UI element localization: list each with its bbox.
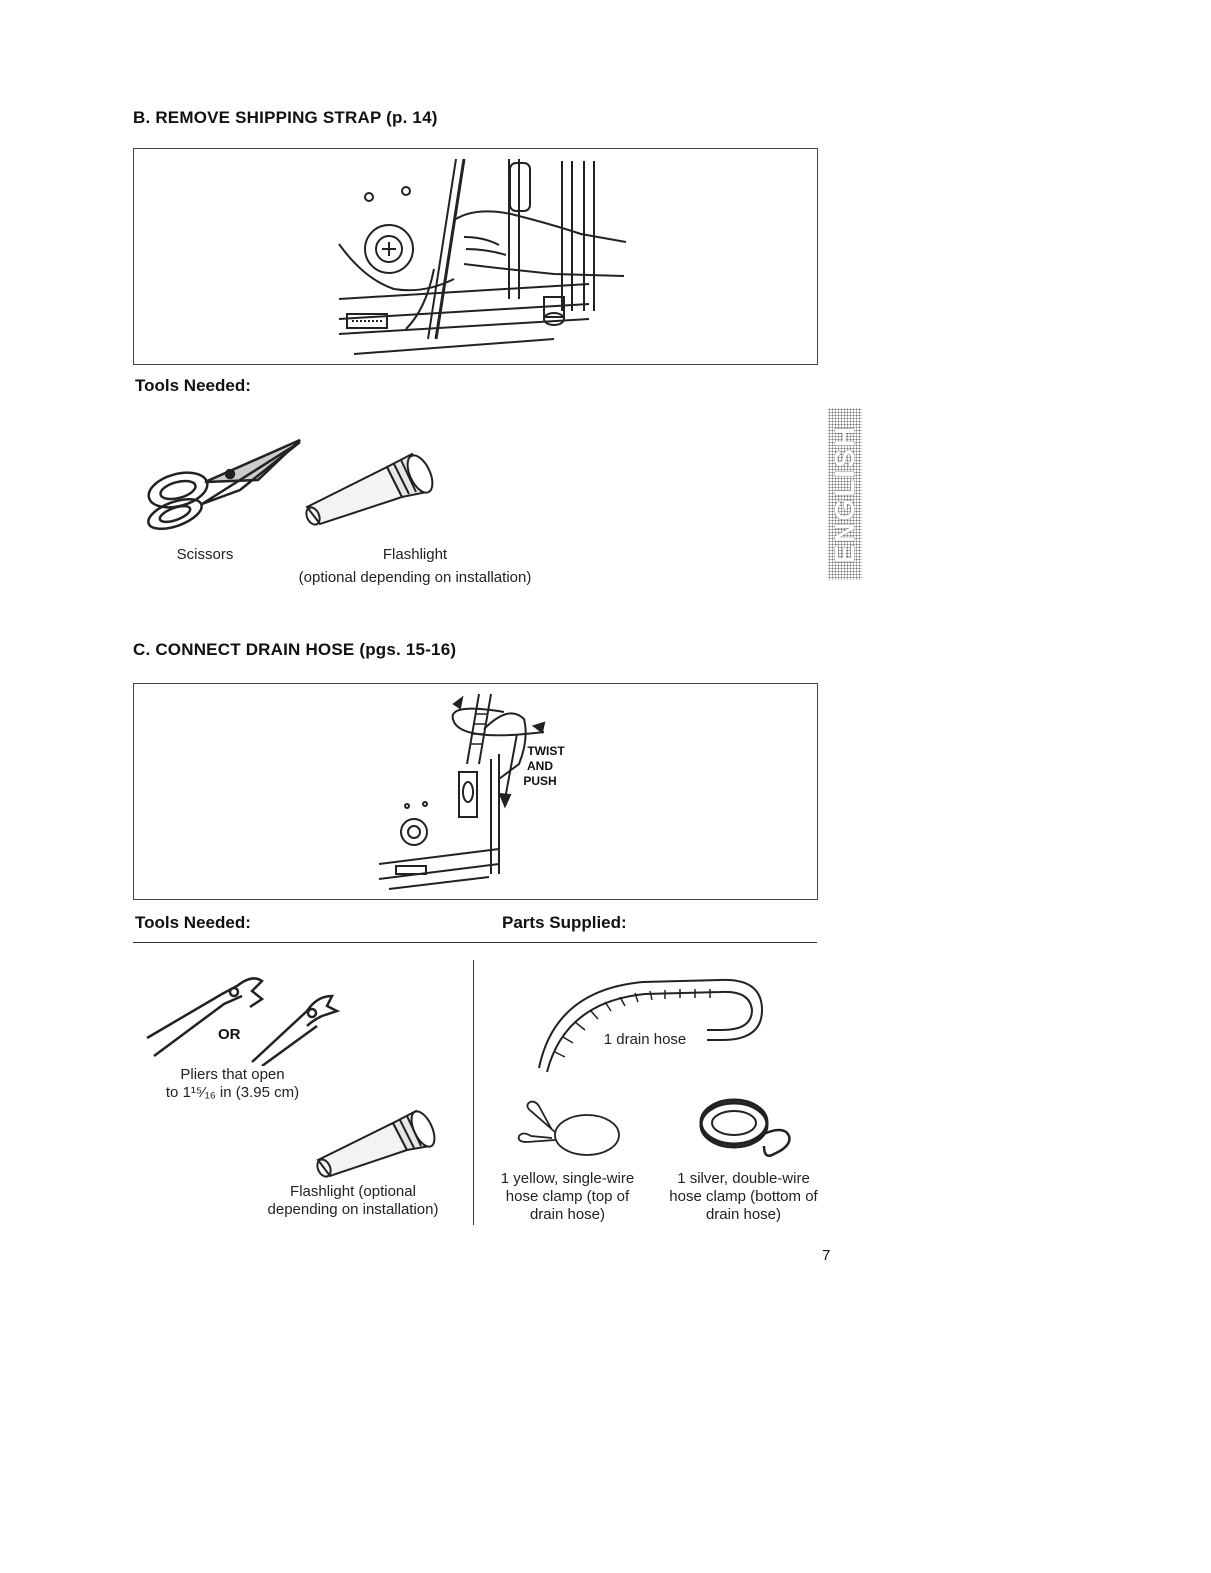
yellow-clamp-line2: hose clamp (top of <box>505 1188 630 1205</box>
flashlight-c-icon <box>313 1108 443 1180</box>
silver-clamp-line3: drain hose) <box>705 1206 782 1223</box>
section-c-divider <box>133 942 817 943</box>
drain-hose-caption: 1 drain hose <box>603 1031 687 1048</box>
shipping-strap-drawing <box>338 158 627 355</box>
flashlight-note: (optional depending on installation) <box>298 569 532 586</box>
section-c-heading: C. CONNECT DRAIN HOSE (pgs. 15-16) <box>133 640 457 659</box>
section-c-parts-label: Parts Supplied: <box>502 913 627 932</box>
flashlight-caption: Flashlight <box>382 546 448 563</box>
section-c-tools-label: Tools Needed: <box>135 913 251 932</box>
silver-clamp-line2: hose clamp (bottom of <box>669 1188 818 1205</box>
callout-twist: TWIST <box>527 744 565 758</box>
drain-hose-illustration: TWIST AND PUSH <box>133 683 818 900</box>
pliers-caption-line1: Pliers that open <box>180 1066 285 1083</box>
callout-push: PUSH <box>523 774 556 788</box>
yellow-clamp-line1: 1 yellow, single-wire <box>500 1170 635 1187</box>
single-wire-clamp-icon <box>512 1100 624 1160</box>
scissors-icon <box>140 432 310 532</box>
page-number: 7 <box>822 1247 831 1264</box>
flashlight-icon <box>302 452 442 527</box>
double-wire-clamp-icon <box>694 1094 794 1164</box>
callout-and: AND <box>527 759 553 773</box>
drain-hose-drawing: TWIST AND PUSH <box>378 693 565 890</box>
scissors-caption: Scissors <box>176 546 234 563</box>
language-side-tab: ENGLISH <box>828 408 862 580</box>
section-b-tools-label: Tools Needed: <box>135 376 251 395</box>
side-tab-label: ENGLISH <box>829 424 860 564</box>
pliers-caption-line2: to 1¹⁵⁄₁₆ in (3.95 cm) <box>165 1084 300 1101</box>
yellow-clamp-line3: drain hose) <box>529 1206 606 1223</box>
shipping-strap-illustration <box>133 148 818 365</box>
flashlight-c-caption-line2: depending on installation) <box>267 1201 439 1218</box>
column-divider <box>473 960 474 1225</box>
drain-hose-icon <box>535 972 770 1082</box>
flashlight-c-caption-line1: Flashlight (optional <box>290 1183 416 1200</box>
section-b-heading: B. REMOVE SHIPPING STRAP (p. 14) <box>133 108 438 127</box>
pliers-or-label: OR <box>218 1026 241 1043</box>
silver-clamp-line1: 1 silver, double-wire <box>677 1170 810 1187</box>
pliers-icon <box>142 966 342 1066</box>
